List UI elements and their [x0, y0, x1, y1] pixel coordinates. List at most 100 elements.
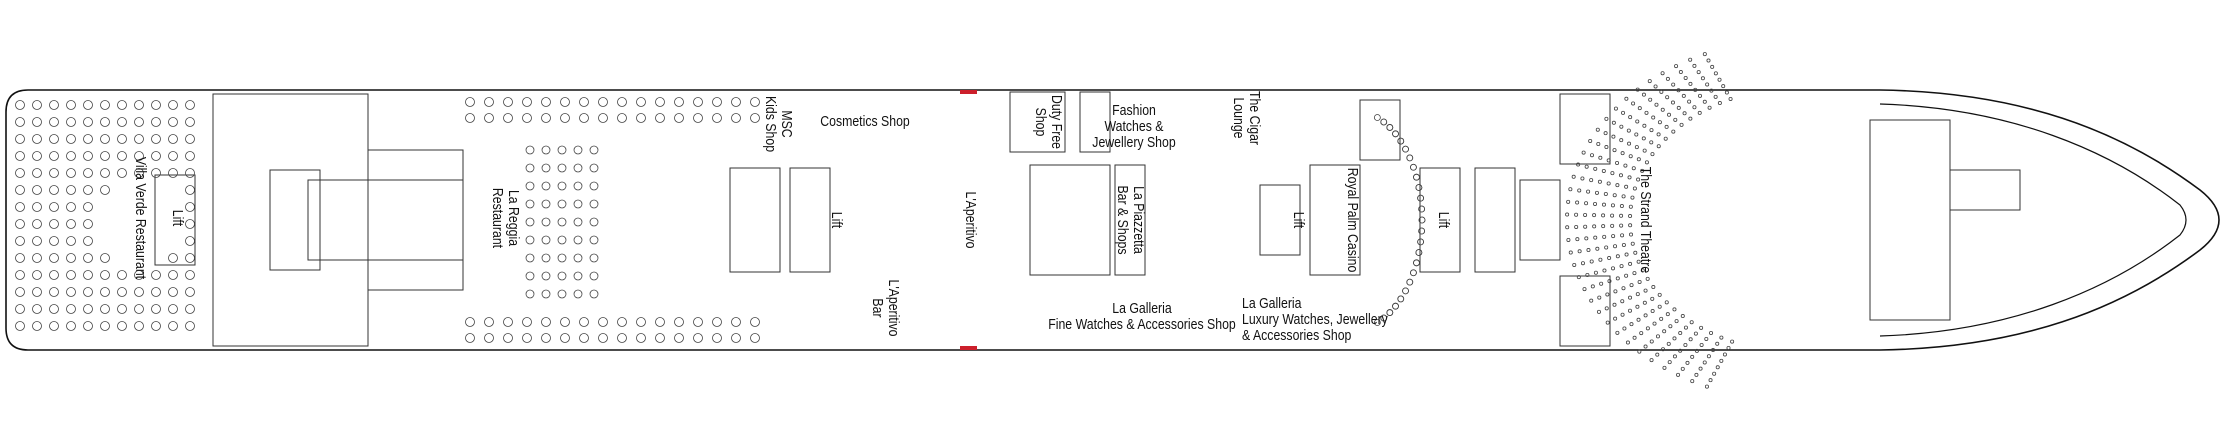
table — [1645, 326, 1650, 331]
table — [134, 100, 144, 110]
table — [1683, 75, 1688, 80]
lift-4[interactable]: Lift — [1435, 212, 1452, 228]
table — [1574, 212, 1579, 217]
venue-the-strand-theatre[interactable]: The Strand Theatre — [1637, 167, 1654, 273]
table — [1386, 124, 1394, 131]
table — [134, 134, 144, 144]
table — [557, 253, 567, 263]
table — [1624, 96, 1629, 101]
table — [1712, 371, 1717, 376]
table — [49, 202, 59, 212]
lift-shaft — [1419, 167, 1461, 273]
table — [579, 97, 589, 107]
lift-3[interactable]: Lift — [1290, 212, 1307, 228]
table — [100, 100, 110, 110]
table — [66, 304, 76, 314]
table — [168, 304, 178, 314]
table — [541, 271, 551, 281]
table — [66, 219, 76, 229]
table — [1688, 116, 1693, 121]
table — [1690, 379, 1695, 384]
table — [1415, 184, 1423, 191]
table — [1650, 309, 1655, 314]
table — [1676, 88, 1681, 93]
table — [1679, 122, 1684, 127]
venue-l-aperitivo[interactable]: L'Aperitivo — [962, 191, 979, 248]
table — [557, 289, 567, 299]
venue-label: Kids Shop — [762, 95, 779, 153]
table — [168, 151, 178, 161]
table — [151, 304, 161, 314]
venue-royal-palm-casino[interactable]: Royal Palm Casino — [1344, 168, 1361, 273]
table — [134, 321, 144, 331]
table — [1588, 138, 1593, 143]
table — [1726, 346, 1731, 351]
venue-label: Shop — [1032, 107, 1049, 137]
table — [1662, 365, 1667, 370]
table — [1602, 268, 1607, 273]
table — [589, 217, 599, 227]
table — [151, 100, 161, 110]
table — [1610, 213, 1615, 218]
venue-villa-verde-restaurant[interactable]: Villa Verde Restaurant — [132, 157, 149, 279]
table — [484, 97, 494, 107]
table — [1576, 162, 1581, 167]
table — [693, 113, 703, 123]
table — [1373, 114, 1381, 121]
table — [1631, 166, 1636, 171]
venue-label: Bar & Shops — [1114, 185, 1131, 255]
table — [151, 168, 161, 178]
table — [573, 163, 583, 173]
table — [100, 287, 110, 297]
table — [541, 253, 551, 263]
table — [1724, 90, 1729, 95]
table — [525, 145, 535, 155]
table — [1654, 102, 1659, 107]
table — [541, 163, 551, 173]
table — [589, 289, 599, 299]
table — [1607, 279, 1612, 284]
table — [1627, 141, 1632, 146]
table — [1418, 216, 1426, 224]
table — [1674, 319, 1679, 324]
table — [1636, 157, 1641, 162]
table — [1406, 154, 1414, 162]
table — [503, 113, 513, 123]
lift-2[interactable]: Lift — [828, 212, 845, 228]
table — [83, 253, 93, 263]
lift-1[interactable]: Lift — [169, 210, 186, 226]
table — [1641, 136, 1646, 141]
table — [1680, 314, 1685, 319]
table — [1604, 245, 1609, 250]
table — [1605, 320, 1610, 325]
table — [1628, 223, 1633, 228]
table — [731, 113, 741, 123]
table — [1665, 312, 1670, 317]
table — [1589, 298, 1594, 303]
table — [1698, 366, 1703, 371]
table — [66, 168, 76, 178]
table — [674, 333, 684, 343]
table — [100, 253, 110, 263]
table — [185, 219, 195, 229]
table — [1634, 145, 1639, 150]
table — [1710, 64, 1715, 69]
table — [1593, 235, 1598, 240]
venue-cosmetics-shop[interactable]: Cosmetics Shop — [820, 114, 910, 130]
table — [1688, 81, 1693, 86]
table — [1615, 254, 1620, 259]
table — [134, 117, 144, 127]
venue-label: Bar — [869, 298, 886, 318]
table — [1613, 244, 1618, 249]
table — [66, 202, 76, 212]
table — [1612, 148, 1617, 153]
